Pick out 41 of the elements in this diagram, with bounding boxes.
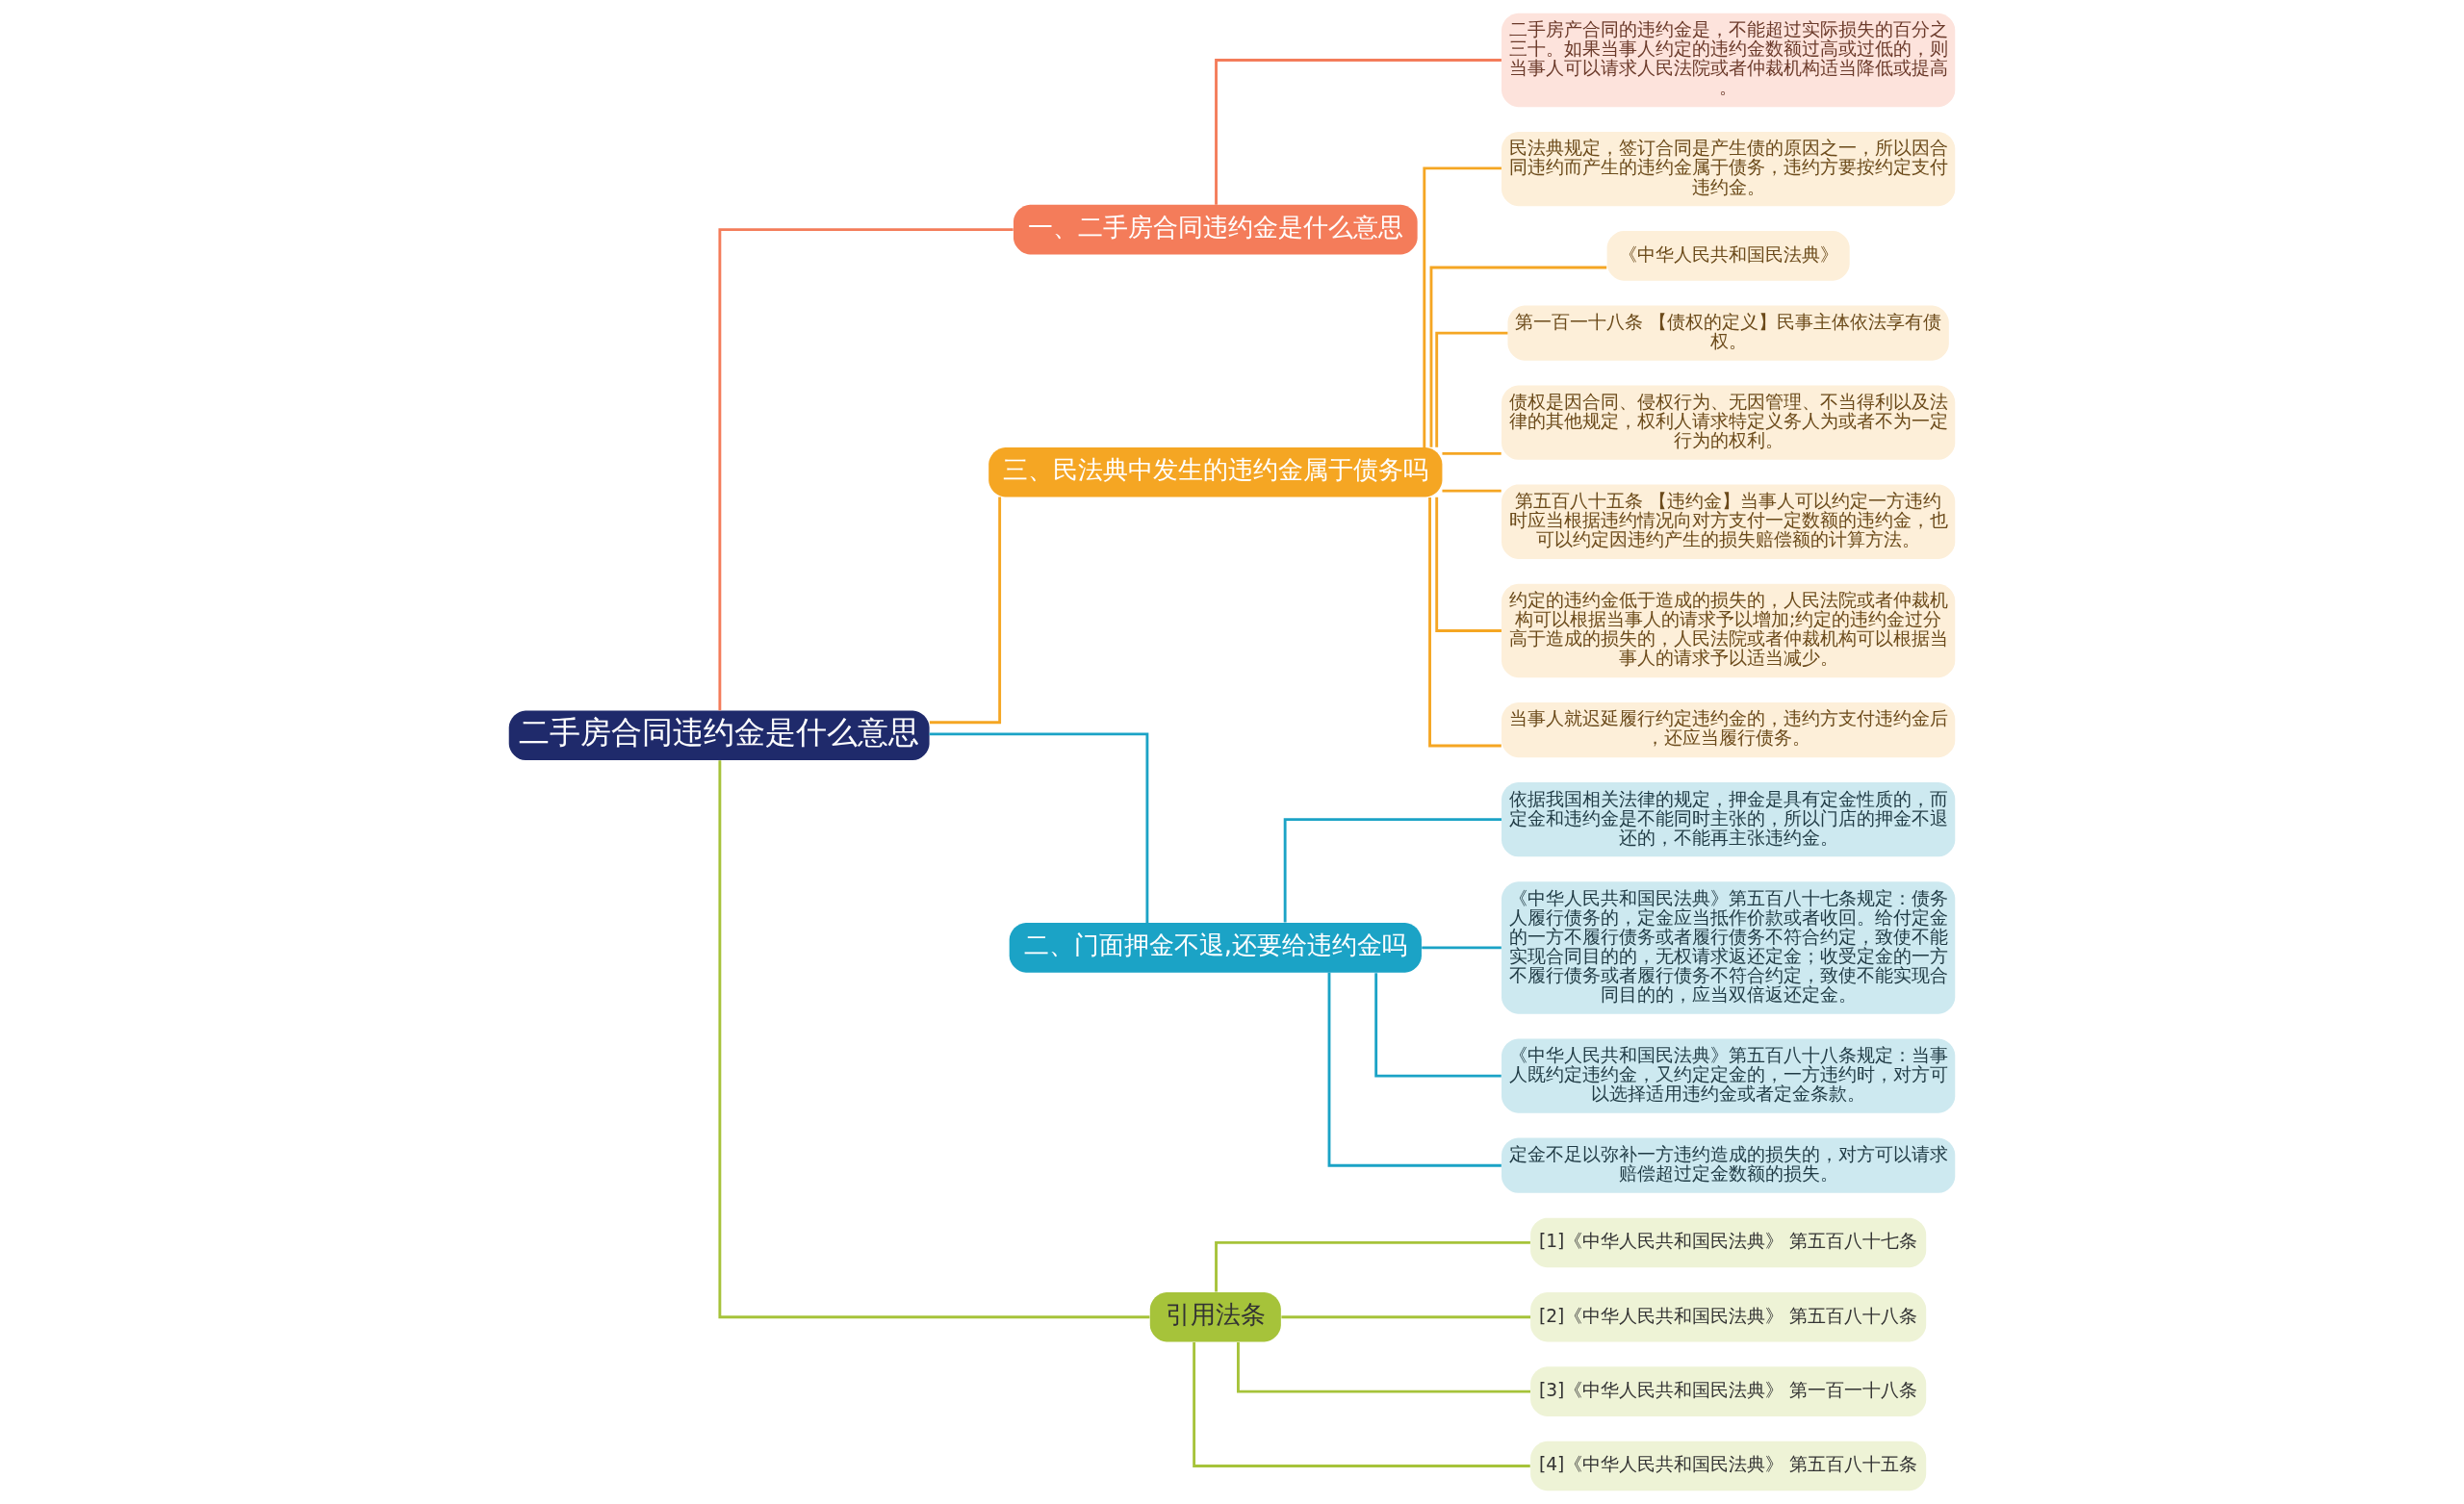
connector [1327, 972, 1502, 1167]
node-box: 二、门面押金不退,还要给违约金吗 [1009, 923, 1422, 973]
node-box: 二手房合同违约金是什么意思 [508, 710, 930, 761]
connector [929, 732, 1149, 923]
node-box: [2]《中华人民共和国民法典》 第五百八十八条 [1530, 1292, 1927, 1342]
node-box: 三、民法典中发生的违约金属于债务吗 [988, 446, 1443, 497]
node-box: 第一百一十八条 【债权的定义】民事主体依法享有债权。 [1507, 305, 1949, 361]
connector [718, 228, 1014, 711]
connector [718, 760, 1150, 1319]
node-box: 民法典规定，签订合同是产生债的原因之一，所以因合同违约而产生的违约金属于债务，违约方要按约定支付违约金。 [1502, 131, 1956, 207]
connector [1374, 973, 1502, 1078]
node-box: [3]《中华人民共和国民法典》 第一百一十八条 [1530, 1366, 1927, 1416]
connector [1193, 1342, 1530, 1467]
connector [1423, 166, 1502, 447]
node-box: 《中华人民共和国民法典》第五百八十八条规定：当事人既约定违约金，又约定定金的，一方违约时，对方可以选择适用违约金或者定金条款。 [1502, 1038, 1956, 1113]
connector [1281, 1315, 1531, 1319]
node-box: 当事人就迟延履行约定违约金的，违约方支付违约金后，还应当履行债务。 [1502, 701, 1956, 758]
connector [1442, 451, 1502, 455]
node-box: 债权是因合同、侵权行为、无因管理、不当得利以及法律的其他规定，权利人请求特定义务人为或者不为一定行为的权利。 [1502, 385, 1956, 460]
node-box: [1]《中华人民共和国民法典》 第五百八十七条 [1530, 1217, 1927, 1268]
node-box: 约定的违约金低于造成的损失的，人民法院或者仲裁机构可以根据当事人的请求予以增加;约定的违约金过分高于造成的损失的，人民法院或者仲裁机构可以根据当事人的请求予以适当减少。 [1502, 583, 1956, 678]
connector [1237, 1341, 1530, 1393]
connector [1422, 946, 1502, 950]
node-box: [4]《中华人民共和国民法典》 第五百八十五条 [1530, 1440, 1927, 1491]
node-box: 依据我国相关法律的规定，押金是具有定金性质的，而定金和违约金是不能同时主张的，所以门店的押金不退还的，不能再主张违约金。 [1502, 782, 1956, 857]
node-box: 引用法条 [1149, 1292, 1281, 1342]
connector [1435, 497, 1502, 632]
node-box: 《中华人民共和国民法典》第五百八十七条规定：债务人履行债务的，定金应当抵作价款或者收回。给付定金的一方不履行债务或者履行债务不符合约定，致使不能实现合同目的的，无权请求返还定金；收受定金的一方不履行债务或者履行债务不符合约定，致使不能实现合同目的的，应当双倍返还定金。 [1502, 881, 1956, 1014]
node-box: 一、二手房合同违约金是什么意思 [1013, 204, 1418, 255]
connector [1283, 818, 1502, 923]
connector [1429, 266, 1607, 447]
node-box: 二手房产合同的违约金是，不能超过实际损失的百分之三十。如果当事人约定的违约金数额过高或过低的，则当事人可以请求人民法院或者仲裁机构适当降低或提高。 [1502, 13, 1956, 108]
connector [1428, 497, 1502, 748]
connector [1435, 331, 1508, 447]
connector [929, 497, 1002, 725]
connector [1215, 1241, 1530, 1292]
connector [1442, 489, 1502, 493]
node-box: 《中华人民共和国民法典》 [1606, 231, 1850, 281]
node-box: 第五百八十五条 【违约金】当事人可以约定一方违约时应当根据违约情况向对方支付一定数额的违约金，也可以约定因违约产生的损失赔偿额的计算方法。 [1502, 484, 1956, 559]
connector [1215, 59, 1502, 205]
node-box: 定金不足以弥补一方违约造成的损失的，对方可以请求赔偿超过定金数额的损失。 [1502, 1137, 1956, 1193]
